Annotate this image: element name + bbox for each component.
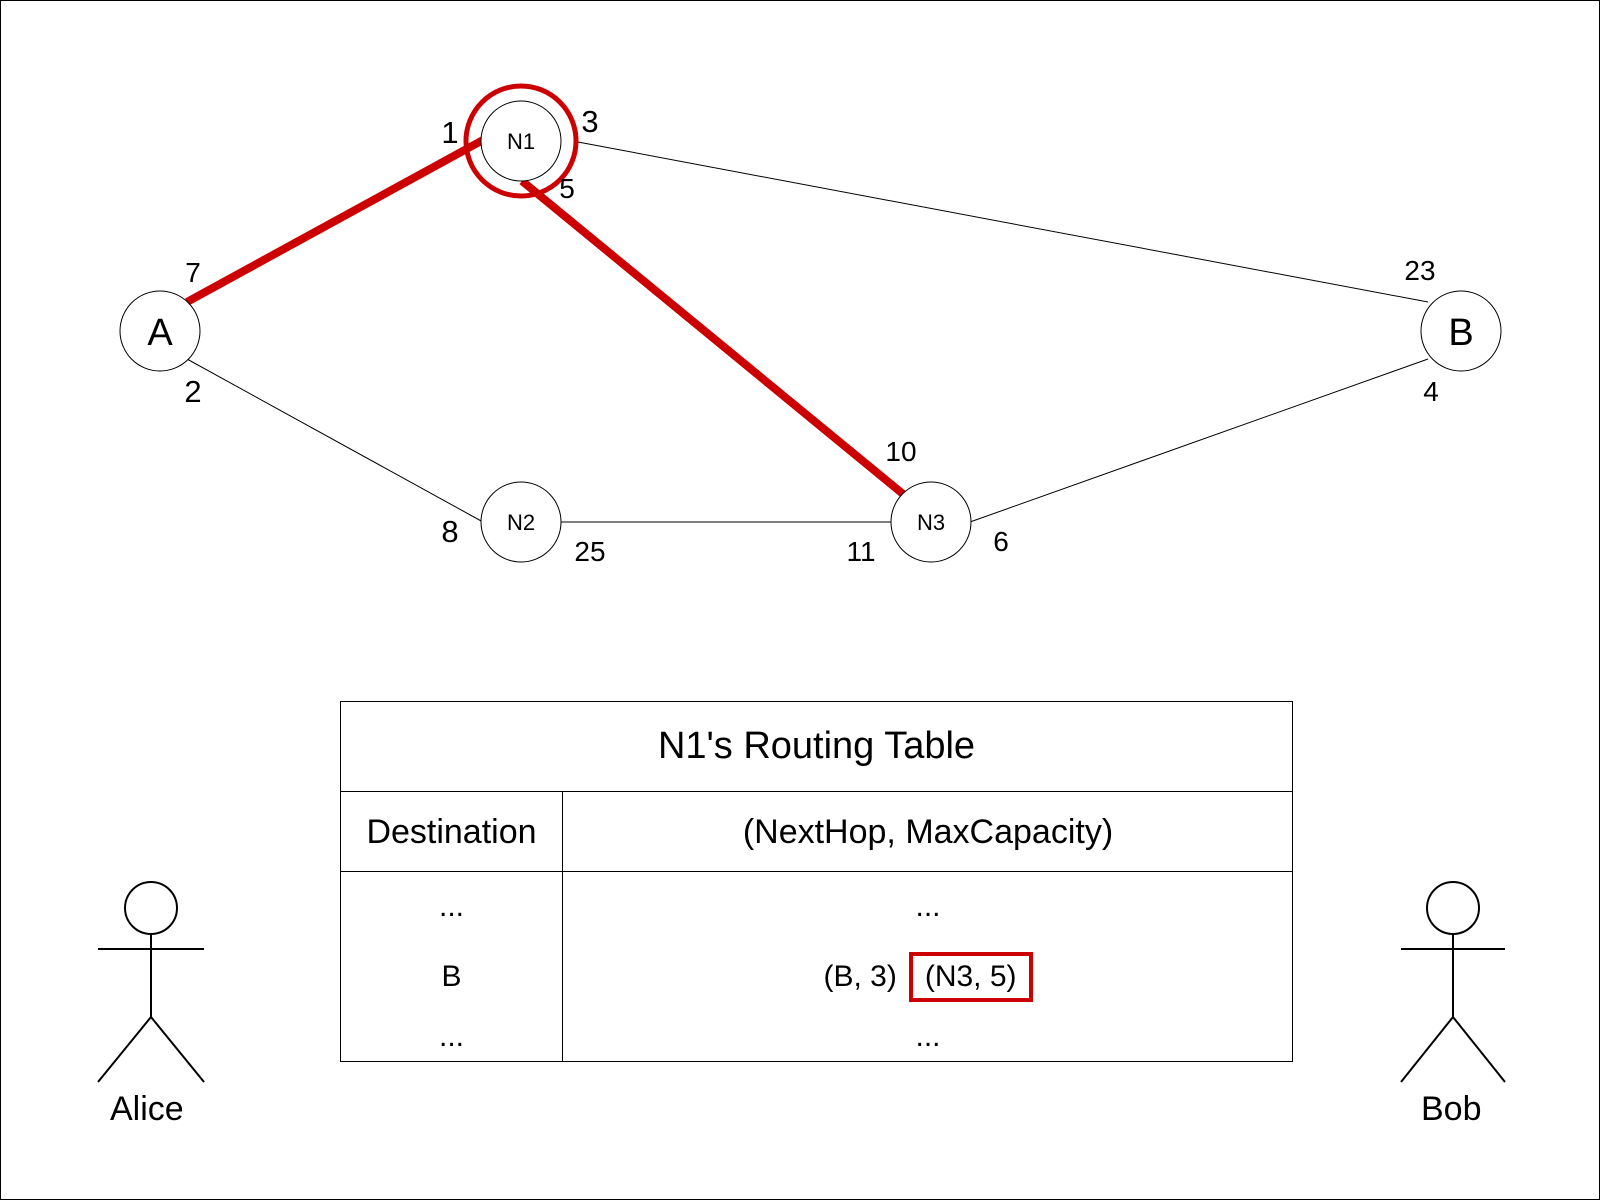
- row-destination: B: [441, 960, 462, 993]
- alice-head: [124, 881, 178, 935]
- route-entry: (B, 3): [823, 960, 897, 993]
- header-destination: Destination: [366, 812, 537, 851]
- bob-label: Bob: [1421, 1090, 1482, 1128]
- node-n3: [890, 481, 972, 563]
- route-entry-highlighted: (N3, 5): [908, 952, 1033, 1002]
- node-b-label: B: [1448, 312, 1473, 354]
- table-row: ... ...: [341, 1012, 1292, 1062]
- table-row: B (B, 3) (N3, 5): [341, 942, 1292, 1012]
- node-n1-label: N1: [507, 129, 535, 154]
- edge-a-n2: [186, 358, 484, 523]
- balance-label: 7: [185, 257, 201, 288]
- row-entry: ...: [915, 1020, 941, 1053]
- balance-label: 23: [1404, 255, 1435, 286]
- route-edge-n1-n3: [519, 177, 906, 498]
- routing-table-title: N1's Routing Table: [341, 702, 1292, 792]
- bob-leg-left: [1400, 1016, 1454, 1083]
- alice-leg-right: [150, 1016, 205, 1083]
- balance-label: 25: [574, 536, 605, 567]
- balance-label: 8: [441, 514, 458, 549]
- bob-figure: [1400, 881, 1506, 1083]
- node-b: [1420, 290, 1502, 372]
- table-row: ... ...: [341, 872, 1292, 942]
- bob-head: [1426, 881, 1480, 935]
- node-n2-label: N2: [507, 510, 535, 535]
- routing-table-header-row: Destination (NextHop, MaxCapacity): [341, 792, 1292, 872]
- node-a-label: A: [147, 312, 173, 354]
- row-destination: ...: [438, 1020, 464, 1053]
- header-entry: (NextHop, MaxCapacity): [742, 812, 1114, 851]
- balance-label: 2: [184, 374, 201, 409]
- node-a: [119, 290, 201, 372]
- balance-label: 3: [581, 104, 598, 139]
- balance-label: 4: [1423, 376, 1439, 407]
- route-edge-a-n1: [185, 136, 485, 306]
- alice-leg-left: [97, 1016, 152, 1083]
- balance-label: 11: [846, 536, 875, 567]
- column-divider: [562, 792, 563, 1062]
- bob-leg-right: [1452, 1016, 1506, 1083]
- row-destination: ...: [438, 890, 464, 923]
- balance-label: 1: [441, 115, 458, 150]
- node-n1: [480, 100, 562, 182]
- balance-label: 5: [559, 173, 575, 204]
- node-n3-label: N3: [917, 510, 945, 535]
- routing-table: N1's Routing Table Destination (NextHop,…: [340, 701, 1293, 1062]
- balance-label: 6: [993, 526, 1009, 557]
- balance-label: 10: [885, 436, 916, 467]
- row-entry: ...: [915, 890, 941, 923]
- row-entries: (B, 3) (N3, 5): [563, 942, 1293, 1012]
- edge-n3-b: [969, 358, 1429, 523]
- alice-label: Alice: [110, 1090, 184, 1128]
- alice-figure: [97, 881, 205, 1083]
- node-n1-highlight-ring: [463, 83, 579, 199]
- node-n2: [480, 481, 562, 563]
- edge-n1-b: [577, 141, 1429, 303]
